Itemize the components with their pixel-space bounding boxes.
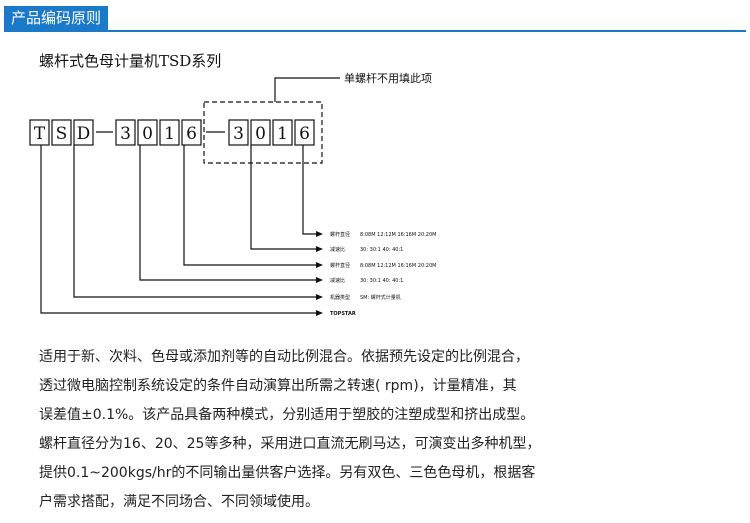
description-line-2: 透过微电脑控制系统设定的条件自动演算出所需之转速( rpm)，计量精准，其 — [39, 378, 517, 394]
label-name-3: 螺杆直径 — [330, 262, 350, 269]
code-char-3: D — [77, 124, 91, 144]
arrow-1 — [316, 231, 323, 237]
arrow-2 — [316, 246, 323, 252]
code-char-2: S — [56, 124, 68, 144]
arrow-6 — [316, 310, 323, 316]
label-name-6: TOPSTAR — [330, 311, 356, 317]
code-box-8 — [228, 119, 249, 146]
optional-note: 单螺杆不用填此项 — [344, 71, 432, 85]
arrow-5 — [316, 294, 323, 300]
description-line-3: 误差值±0.1%。该产品具备两种模式，分别适用于塑胶的注塑成型和挤出成型。 — [39, 407, 535, 423]
code-box-11 — [294, 119, 315, 146]
code-char-10: 1 — [277, 124, 288, 144]
leader-2 — [250, 145, 316, 250]
code-box-7 — [181, 119, 202, 146]
leader-6 — [40, 145, 316, 314]
optional-group-box — [203, 101, 323, 164]
code-box-10 — [272, 119, 293, 146]
leader-1 — [302, 145, 316, 235]
arrow-3 — [316, 262, 323, 268]
code-char-9: 0 — [255, 124, 266, 144]
code-box-4 — [115, 119, 136, 146]
code-box-1 — [29, 119, 50, 146]
code-char-4: 3 — [120, 124, 131, 144]
code-char-1: T — [34, 124, 46, 144]
label-value-4: 30: 30:1 40: 40:1 — [360, 278, 403, 284]
code-char-5: 0 — [142, 124, 153, 144]
description-line-1: 适用于新、次料、色母或添加剂等的自动比例混合。依据预先设定的比例混合， — [39, 349, 529, 365]
code-char-7: 6 — [186, 124, 197, 144]
code-box-6 — [159, 119, 180, 146]
label-value-3: 8:08M 12:12M 16:16M 20:20M — [360, 263, 436, 269]
product-description: 适用于新、次料、色母或添加剂等的自动比例混合。依据预先设定的比例混合， 透过微电… — [39, 343, 629, 517]
leader-5 — [73, 145, 316, 298]
section-title-rule — [4, 30, 746, 32]
code-char-11: 6 — [299, 124, 310, 144]
description-line-4: 螺杆直径分为16、20、25等多种，采用进口直流无刷马达，可演变出多种机型， — [39, 436, 541, 452]
code-char-6: 1 — [164, 124, 175, 144]
description-line-6: 户需求搭配，满足不同场合、不同领域使用。 — [39, 494, 319, 510]
code-box-2 — [51, 119, 72, 146]
note-leader — [274, 77, 340, 102]
product-series-title: 螺杆式色母计量机TSD系列 — [39, 52, 222, 70]
label-name-5: 机器类型 — [330, 294, 350, 301]
code-box-9 — [250, 119, 271, 146]
code-box-5 — [137, 119, 158, 146]
label-value-1: 8:08M 12:12M 16:16M 20:20M — [360, 232, 436, 238]
label-name-4: 减速比 — [330, 277, 345, 284]
leader-3 — [183, 145, 316, 266]
label-value-2: 30: 30:1 40: 40:1 — [360, 247, 403, 253]
description-line-5: 提供0.1~200kgs/hr的不同输出量供客户选择。另有双色、三色色母机，根据… — [39, 465, 536, 481]
leader-4 — [139, 145, 316, 281]
label-value-5: SM: 螺杆式计量机 — [360, 294, 401, 301]
code-diagram: T S D 3 0 1 6 3 0 1 6 单螺杆不用填此项 螺杆直径 减速比 … — [29, 71, 436, 317]
arrow-4 — [316, 277, 323, 283]
section-title: 产品编码原则 — [4, 6, 109, 30]
code-char-8: 3 — [233, 124, 244, 144]
label-name-1: 螺杆直径 — [330, 231, 350, 238]
code-box-3 — [73, 119, 94, 146]
label-name-2: 减速比 — [330, 246, 345, 253]
